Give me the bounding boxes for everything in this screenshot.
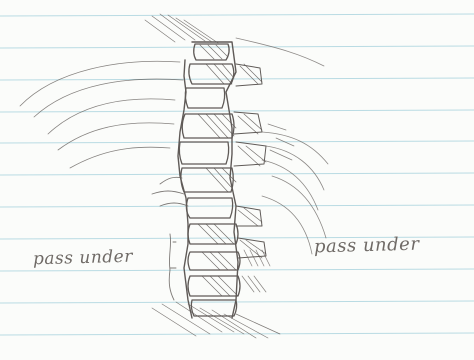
top-hatching — [145, 14, 218, 43]
left-rib-curves — [20, 61, 183, 168]
left-rib-stubs — [152, 177, 188, 300]
right-facet-shapes — [234, 64, 266, 258]
bottom-hatching — [152, 302, 280, 338]
right-rib-curves — [236, 38, 328, 254]
left-label: pass under — [33, 247, 133, 270]
right-label: pass under — [314, 234, 420, 258]
